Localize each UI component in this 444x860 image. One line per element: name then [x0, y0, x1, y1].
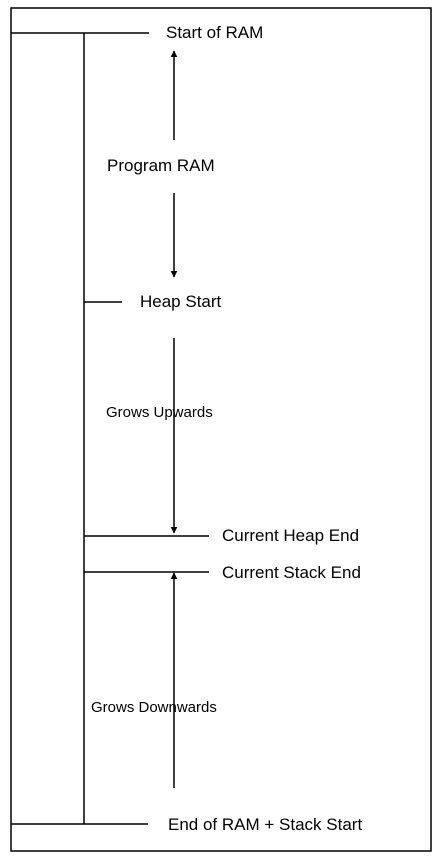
- current-stack-end-label: Current Stack End: [222, 563, 361, 582]
- heap-start-label: Heap Start: [140, 292, 222, 311]
- grows-downwards-label: Grows Downwards: [91, 699, 217, 716]
- current-heap-end-label: Current Heap End: [222, 526, 359, 545]
- diagram-border: [10, 7, 432, 852]
- grows-upwards-label: Grows Upwards: [106, 404, 213, 421]
- program-ram-label: Program RAM: [107, 156, 215, 175]
- end-of-ram-label: End of RAM + Stack Start: [168, 815, 362, 834]
- start-of-ram-label: Start of RAM: [166, 23, 263, 42]
